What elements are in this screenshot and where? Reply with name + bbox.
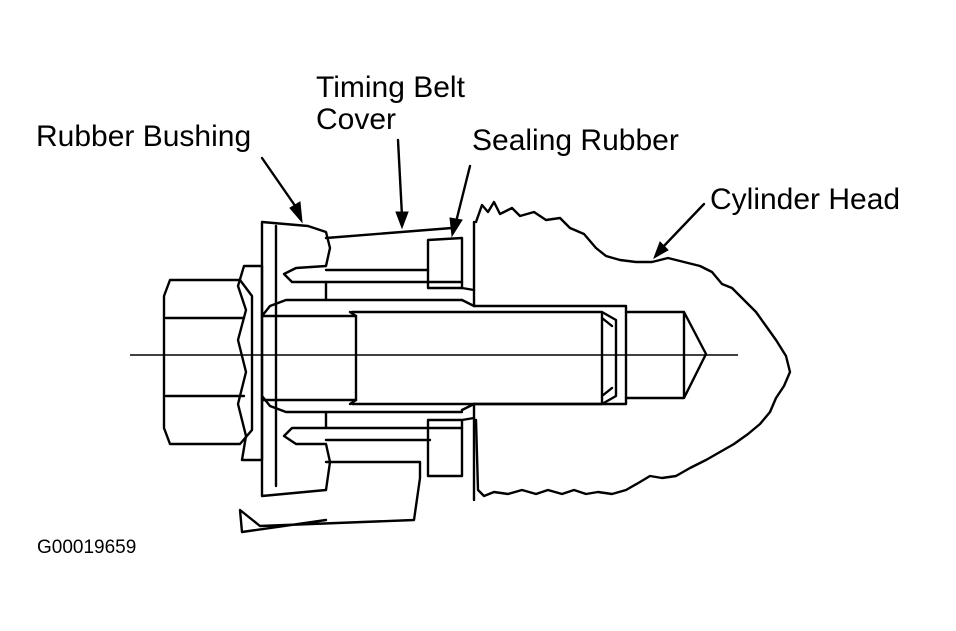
bolt-hex-head xyxy=(162,278,254,446)
cylinder-head-text: Cylinder Head xyxy=(710,183,901,216)
sealing-rubber-text: Sealing Rubber xyxy=(472,124,679,157)
bolt-shank xyxy=(260,314,358,402)
bolt-hex-facets xyxy=(164,316,246,398)
timing-belt-cover-text-line2: Cover xyxy=(316,103,397,136)
rubber-bushing-text: Rubber Bushing xyxy=(36,120,252,153)
rubber-bushing-label: Rubber Bushing xyxy=(36,121,251,153)
sealing-rubber-edges xyxy=(460,286,476,422)
cylinder-head-label: Cylinder Head xyxy=(710,184,900,216)
timing-belt-cover-arrowhead xyxy=(395,211,409,230)
cylinder-head-leader xyxy=(660,202,706,250)
rubber-bushing-leader xyxy=(260,156,300,212)
sealing-rubber-arrowhead xyxy=(449,217,463,238)
collar xyxy=(324,280,464,430)
timing-belt-cover-leader xyxy=(396,138,404,218)
sealing-rubber-leader xyxy=(454,164,472,224)
bolt-thread xyxy=(348,310,618,406)
sealing-rubber-upper xyxy=(426,236,464,290)
cylinder-head-arrowhead xyxy=(653,241,669,260)
timing-belt-cover-label: Timing Belt Cover xyxy=(316,72,465,136)
sealing-rubber-lower xyxy=(426,418,464,478)
timing-belt-cover-text-line1: Timing Belt xyxy=(316,71,465,104)
cylinder-head-outline xyxy=(474,200,792,498)
bolt-flange xyxy=(236,264,264,462)
rubber-bushing xyxy=(260,220,332,498)
timing-belt-cover xyxy=(238,226,454,534)
sealing-rubber-label: Sealing Rubber xyxy=(472,125,679,157)
figure-id: G00019659 xyxy=(37,537,137,558)
rubber-bushing-arrowhead xyxy=(289,201,303,224)
